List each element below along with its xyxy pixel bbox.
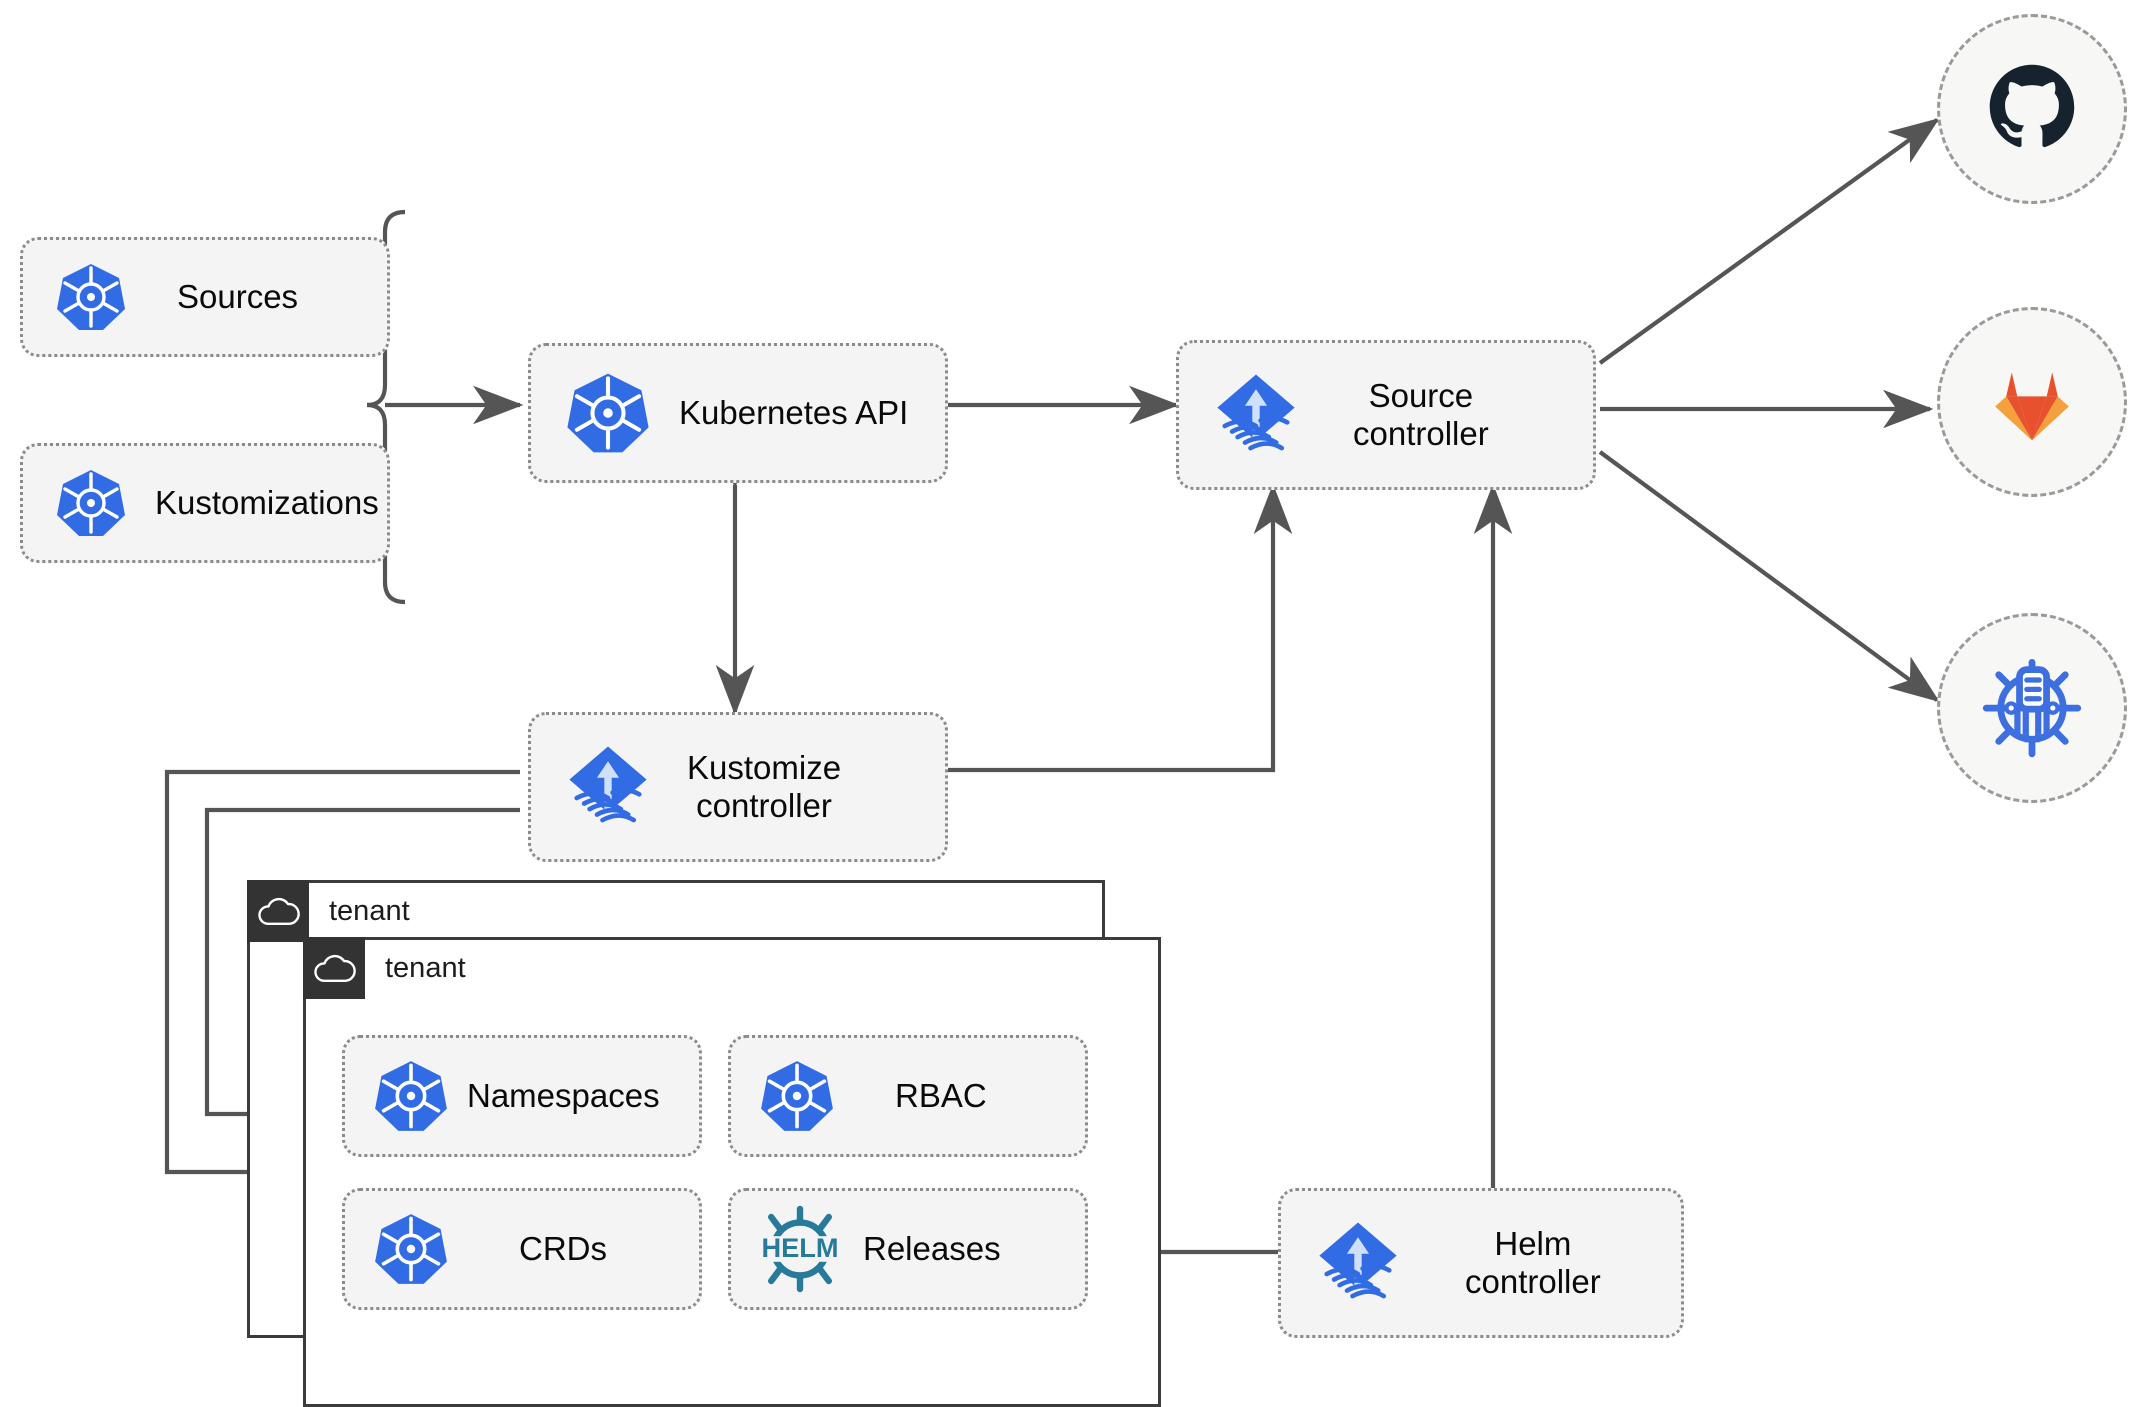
node-github[interactable] xyxy=(1937,14,2127,204)
node-label: Sources xyxy=(177,278,299,316)
cloud-icon xyxy=(303,937,365,999)
node-label: Source controller xyxy=(1353,377,1489,452)
node-label: CRDs xyxy=(519,1230,607,1268)
node-crds[interactable]: CRDs xyxy=(342,1188,702,1310)
github-icon xyxy=(1984,59,2080,160)
node-helm-repository[interactable] xyxy=(1937,613,2127,803)
node-sources[interactable]: Sources xyxy=(20,237,390,357)
node-kustomizations[interactable]: Kustomizations xyxy=(20,443,390,563)
node-kustomize-controller[interactable]: Kustomize controller xyxy=(528,712,948,862)
node-gitlab[interactable] xyxy=(1937,307,2127,497)
node-releases[interactable]: HELM Releases xyxy=(728,1188,1088,1310)
helm-icon: HELM xyxy=(747,1201,853,1297)
kubernetes-icon xyxy=(361,1211,461,1287)
node-label: Releases xyxy=(863,1230,1001,1268)
node-rbac[interactable]: RBAC xyxy=(728,1035,1088,1157)
tenant-label: tenant xyxy=(385,951,466,984)
node-kubernetes-api[interactable]: Kubernetes API xyxy=(528,343,948,483)
kubernetes-icon xyxy=(361,1058,461,1134)
node-label: Helm controller xyxy=(1465,1225,1601,1300)
tenant-header: tenant xyxy=(303,937,466,999)
tenant-inner[interactable]: tenant xyxy=(303,937,1161,1407)
node-label: RBAC xyxy=(895,1077,987,1115)
node-helm-controller[interactable]: Helm controller xyxy=(1278,1188,1684,1338)
flux-icon xyxy=(1299,1217,1417,1309)
node-source-controller[interactable]: Source controller xyxy=(1176,340,1596,490)
kubernetes-icon xyxy=(45,261,137,333)
node-label: Namespaces xyxy=(467,1077,660,1115)
tenant-label: tenant xyxy=(329,894,410,927)
kubernetes-icon xyxy=(747,1058,847,1134)
kubernetes-icon xyxy=(553,370,663,456)
node-namespaces[interactable]: Namespaces xyxy=(342,1035,702,1157)
helm-wordmark: HELM xyxy=(761,1232,838,1263)
node-label: Kustomize controller xyxy=(687,749,842,824)
tenant-header: tenant xyxy=(247,880,410,942)
node-label: Kubernetes API xyxy=(679,394,909,432)
flux-icon xyxy=(1197,369,1315,461)
gitlab-icon xyxy=(1986,354,2078,451)
node-label: Kustomizations xyxy=(155,484,379,522)
flux-icon xyxy=(549,741,667,833)
helm-repository-icon xyxy=(1980,654,2084,763)
kubernetes-icon xyxy=(45,467,137,539)
cloud-icon xyxy=(247,880,309,942)
